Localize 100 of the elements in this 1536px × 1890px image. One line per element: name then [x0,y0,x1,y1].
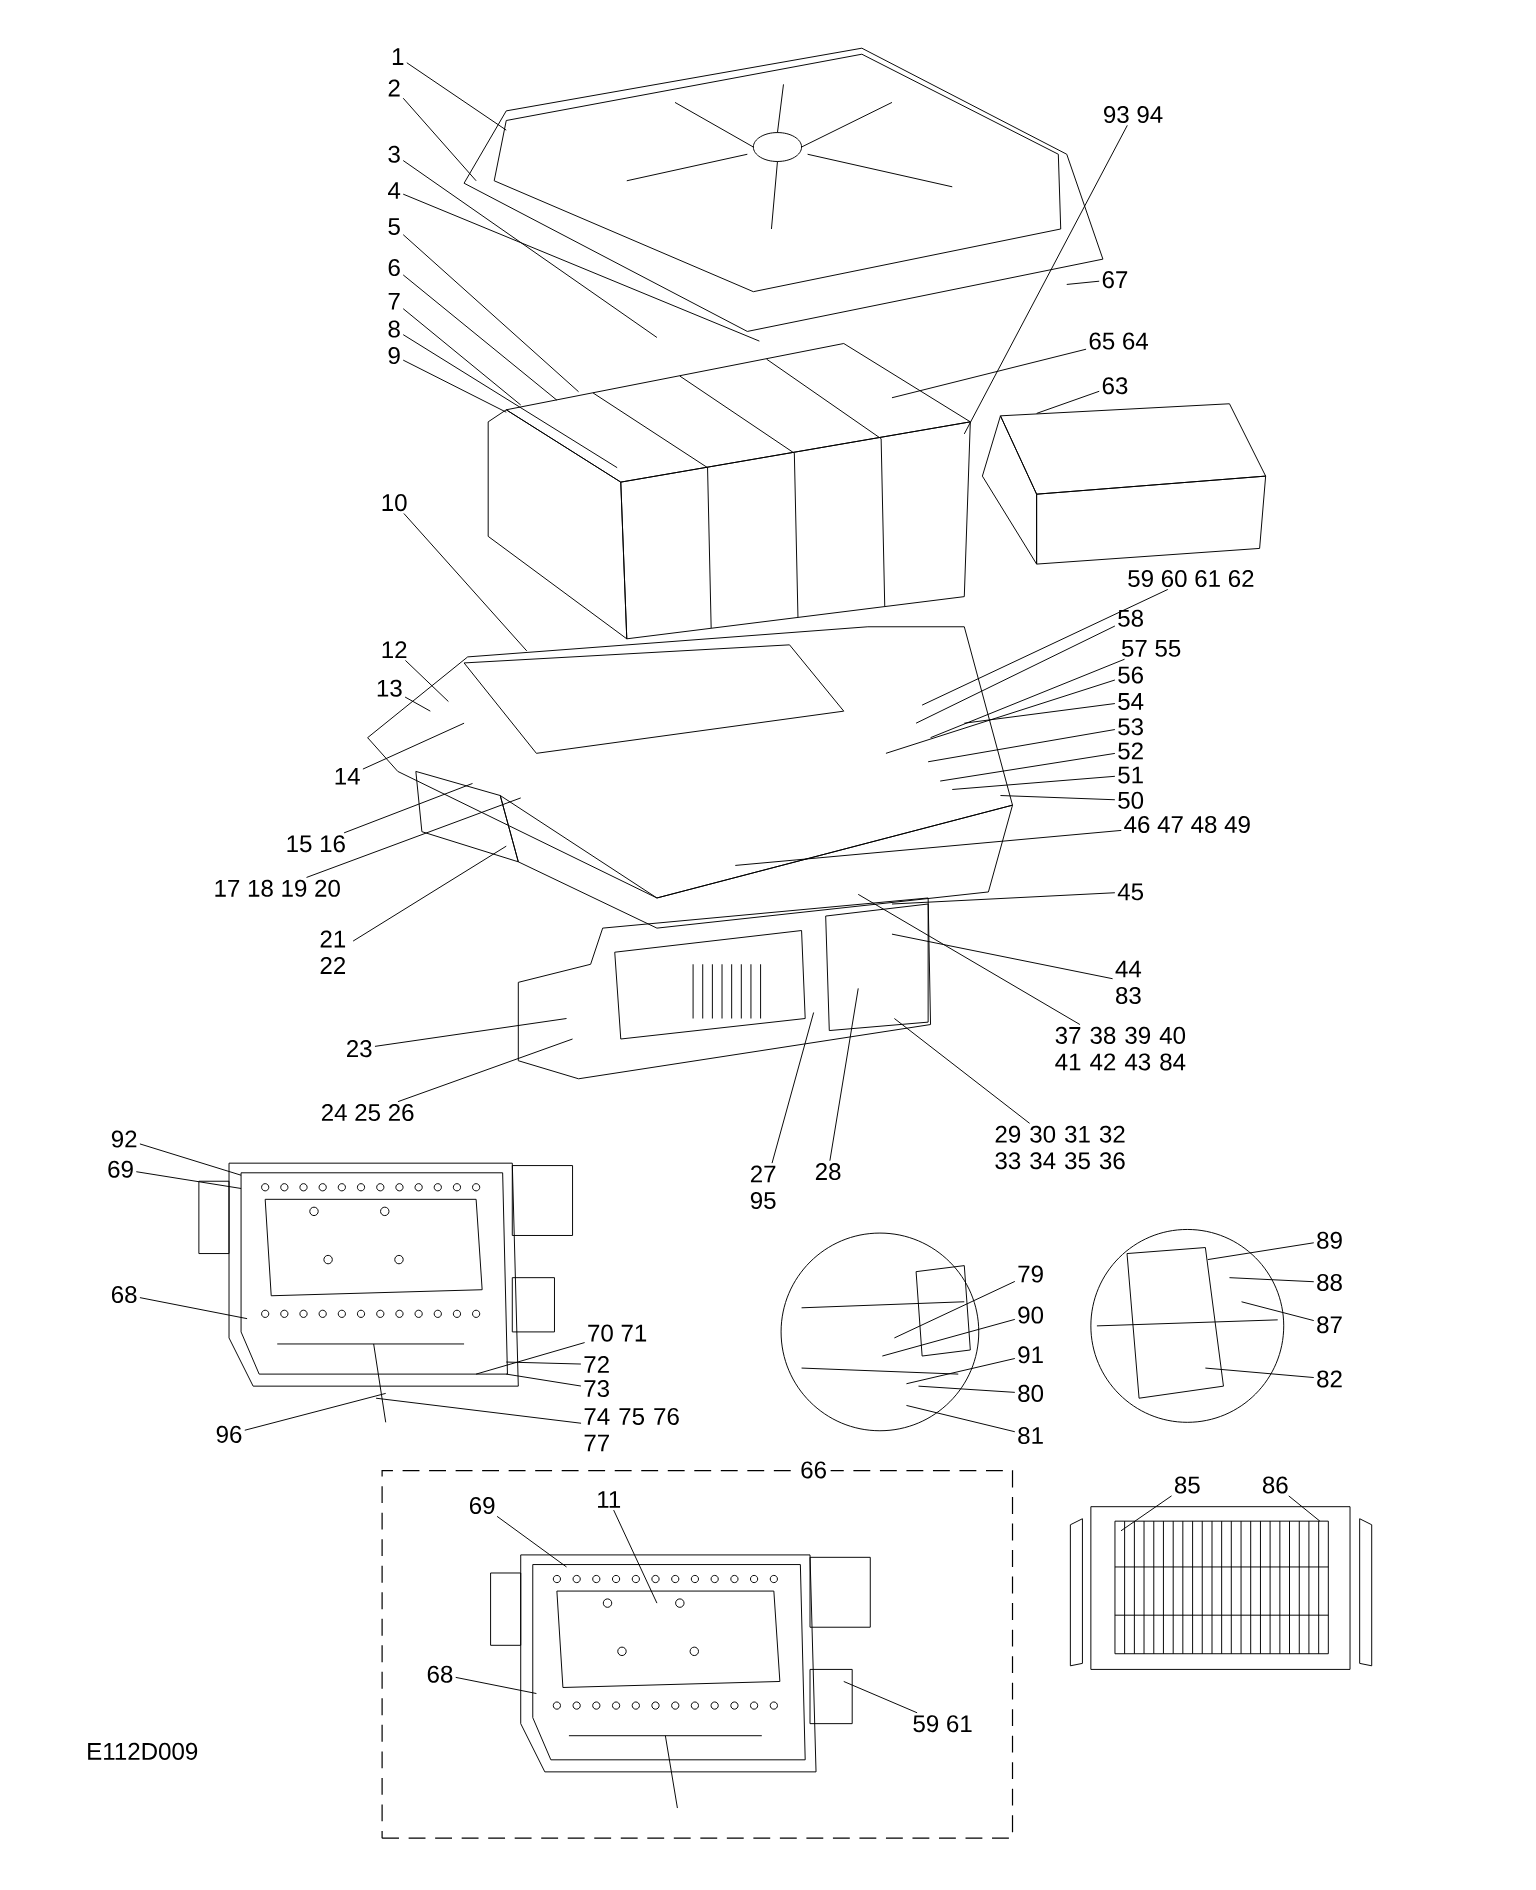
leader-line [402,160,658,338]
leader-line [402,274,558,401]
callout-number: 59 61 [913,1715,972,1733]
leader-line [939,752,1116,782]
leader-line [964,124,1128,435]
callout-number: 63 [1103,377,1128,395]
callout-number: 24 25 26 [322,1104,414,1122]
leader-line [1241,1301,1315,1322]
leader-line [496,1515,568,1568]
leader-line [402,193,761,342]
leader-line [921,588,1169,706]
leader-line [894,1018,1031,1124]
leader-line [406,62,507,131]
leader-line [475,1342,586,1375]
callout-number: 10 [382,494,407,512]
callout-number: 51 [1118,766,1144,784]
leader-line [405,659,450,702]
callout-number: 27 95 [751,1165,776,1210]
leader-line [927,729,1116,763]
leader-line [735,829,1122,866]
callout-number: 5 [388,218,401,235]
callout-number: 28 [816,1163,841,1181]
callout-number: 82 [1317,1370,1342,1388]
leader-line [915,625,1116,724]
leader-line [374,1018,568,1047]
leader-line [1207,1242,1315,1261]
callout-number: 79 [1018,1265,1044,1283]
leader-line [891,348,1087,399]
callout-number: 91 [1018,1346,1043,1364]
callout-number: 70 71 [588,1324,647,1342]
callout-number: 65 64 [1089,332,1149,350]
callout-number: 68 [427,1665,453,1683]
leader-line [402,234,580,393]
callout-number: 85 [1175,1476,1200,1494]
leader-line [404,696,431,712]
callout-number: 90 [1018,1306,1044,1324]
leader-line [397,1038,574,1103]
callout-number: 7 [388,293,400,310]
leader-line [402,97,477,182]
leader-line [613,1509,658,1604]
leader-line [891,933,1114,980]
leader-line [362,722,465,770]
leader-line [139,1297,248,1320]
callout-number: 58 [1118,609,1144,627]
callout-number: 80 [1018,1384,1044,1402]
leader-line [829,987,859,1162]
leader-line [906,1358,1016,1385]
callout-number: 69 [108,1160,133,1178]
leader-line [1036,390,1100,414]
callout-number: 15 16 [287,835,346,853]
leader-line [402,308,522,406]
leader-line [352,845,507,942]
callout-number: 6 [388,259,400,277]
callout-number: 17 18 19 20 [215,879,341,897]
leader-line [964,703,1116,724]
callout-number: 68 [112,1286,137,1304]
callout-number: 14 [335,767,361,785]
leader-line [375,1397,582,1424]
leader-line [136,1171,242,1189]
leader-line [1066,280,1100,285]
callout-number: 1 [393,48,404,65]
callout-number: 72 [584,1356,610,1373]
leader-line [885,679,1116,754]
leader-line [1229,1277,1315,1283]
callout-number: 37 38 39 40 41 42 43 84 [1055,1026,1186,1071]
callout-number: 86 [1263,1476,1288,1494]
leader-line [771,1012,815,1164]
callout-number: 81 [1018,1427,1043,1445]
leader-line [505,1361,582,1365]
leader-line [306,797,522,878]
leader-line [891,892,1116,905]
callout-number: 21 22 [320,930,346,974]
leader-line [930,658,1126,739]
leader-line [843,1681,918,1714]
callout-number: 4 [388,182,401,199]
leader-line [1288,1495,1321,1522]
leader-line [918,1385,1016,1393]
callout-number: 54 [1118,693,1144,710]
callout-number: 29 30 31 32 33 34 35 36 [995,1125,1125,1170]
leader-line [505,1373,582,1387]
callout-number: 23 [347,1040,372,1058]
leader-line [894,1280,1016,1339]
callout-number: 74 75 76 77 [584,1407,679,1452]
leader-line [1000,795,1116,801]
callout-number: 73 [584,1380,610,1398]
callout-number: 88 [1317,1273,1343,1291]
callout-number: 3 [388,145,400,163]
leader-line [403,513,528,652]
callout-number: 45 [1117,883,1144,901]
callout-number: 44 83 [1115,960,1142,1004]
callout-number: 93 94 [1104,105,1163,123]
leader-line [951,775,1116,790]
leader-line [343,783,474,834]
callout-number: 52 [1118,742,1143,760]
callout-number: 9 [388,347,400,365]
callout-number: 96 [216,1425,242,1443]
leader-line [402,359,507,413]
leader-line [402,334,618,469]
drawing-number: E112D009 [88,1742,198,1760]
leader-line [1205,1367,1315,1379]
